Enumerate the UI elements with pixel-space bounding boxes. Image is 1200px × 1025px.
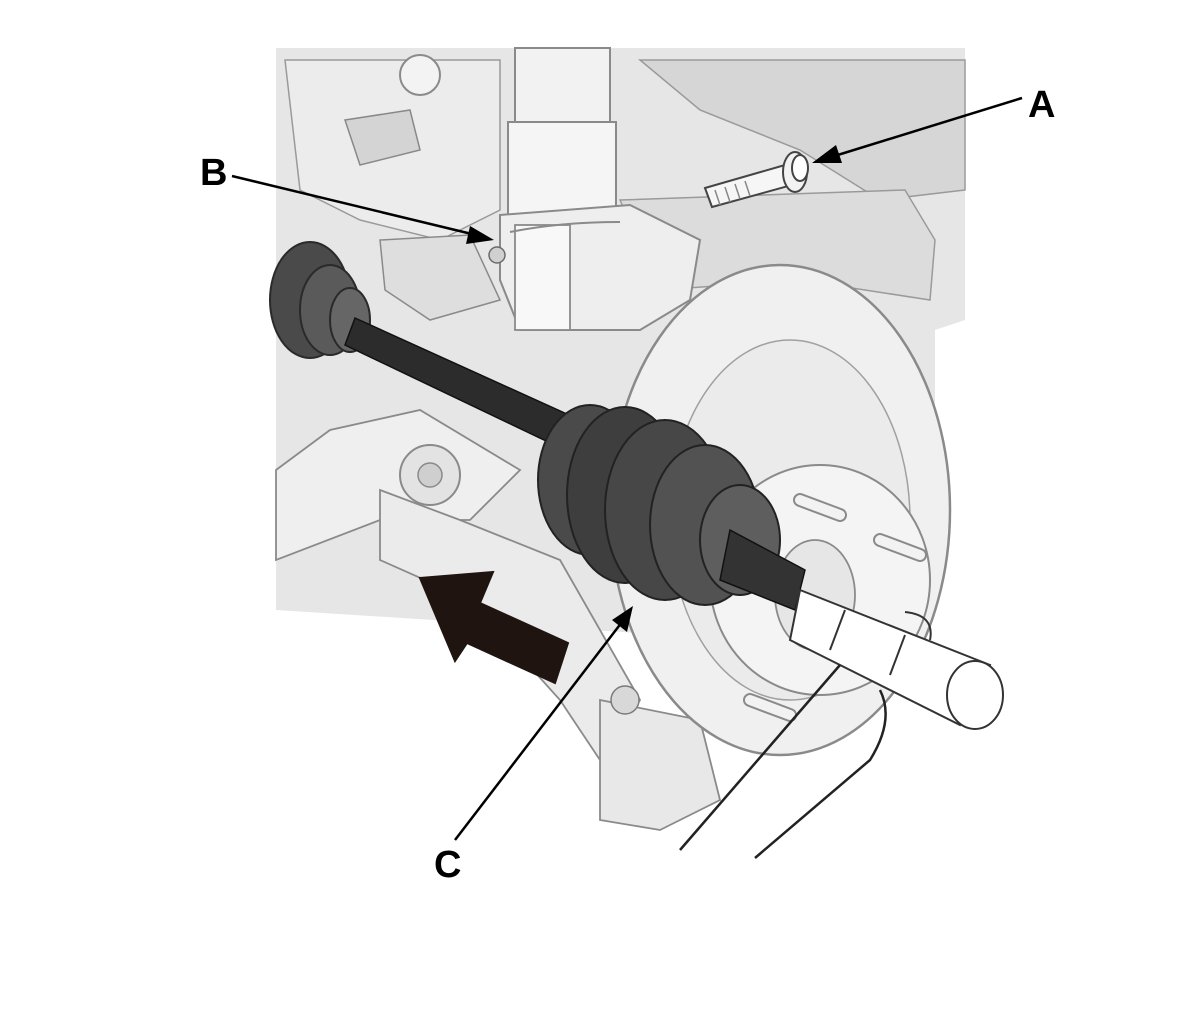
- strut-assembly: [488, 47, 702, 331]
- leader-arrowhead-a: [812, 145, 842, 163]
- leader-lines: [231, 96, 1023, 841]
- leader-line-a: [827, 96, 1023, 160]
- drive-shaft: [269, 241, 806, 612]
- puller-tool: [679, 588, 1004, 859]
- callout-label-a: A: [1028, 84, 1055, 126]
- callout-label-c: C: [434, 844, 461, 886]
- direction-arrow: [418, 570, 570, 685]
- callout-label-b: B: [200, 152, 227, 194]
- leader-line-c: [454, 621, 623, 841]
- leader-arrowhead-b: [466, 226, 494, 244]
- arrow-up-left-icon: [418, 570, 570, 685]
- mounting-bolt: [703, 151, 809, 209]
- leader-arrowhead-c: [612, 606, 633, 632]
- leader-line-b: [231, 174, 477, 237]
